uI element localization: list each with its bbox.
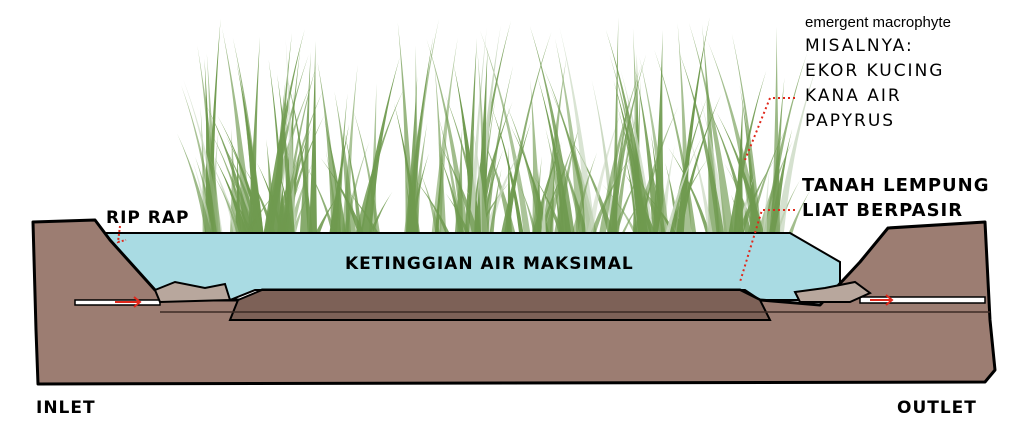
example-item-3: PAPYRUS bbox=[805, 109, 895, 134]
example-item-1: EKOR KUCING bbox=[805, 59, 944, 84]
outlet-label: OUTLET bbox=[897, 398, 977, 418]
clay-layer bbox=[230, 290, 770, 320]
riprap-rocks-left bbox=[155, 282, 230, 302]
soil-label-line2: LIAT BERPASIR bbox=[802, 200, 963, 221]
inlet-label: INLET bbox=[36, 398, 96, 418]
emergent-macrophyte-label: emergent macrophyte bbox=[805, 14, 951, 31]
water-level-label: KETINGGIAN AIR MAKSIMAL bbox=[345, 254, 634, 274]
riprap-label: RIP RAP bbox=[106, 208, 190, 228]
examples-title-label: MISALNYA: bbox=[805, 34, 914, 59]
example-item-2: KANA AIR bbox=[805, 84, 902, 109]
soil-label-line1: TANAH LEMPUNG bbox=[802, 175, 989, 196]
